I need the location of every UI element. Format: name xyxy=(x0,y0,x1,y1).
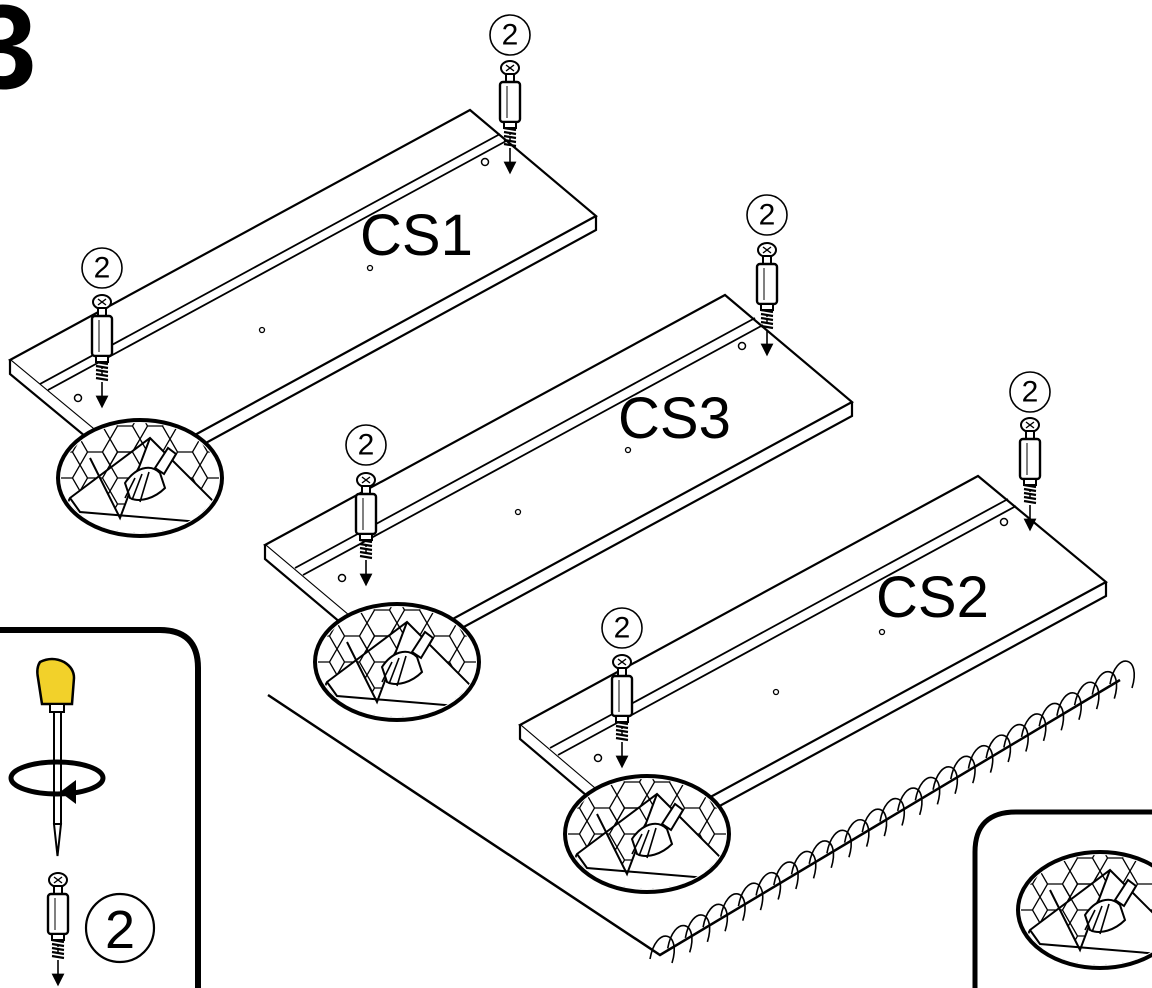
panel-label-cs3: CS3 xyxy=(618,386,731,451)
quantity-label: 2 xyxy=(502,19,519,52)
detail-box-screwdriver: 2 xyxy=(0,630,198,988)
quantity-label: 2 xyxy=(759,199,776,232)
panel-label-cs2: CS2 xyxy=(876,565,989,630)
quantity-label: 2 xyxy=(614,612,631,645)
quantity-label: 2 xyxy=(94,252,111,285)
detail-quantity-label: 2 xyxy=(105,900,135,960)
step-number: 3 xyxy=(0,0,37,114)
quantity-label: 2 xyxy=(1022,376,1039,409)
detail-box-sheet xyxy=(975,812,1152,988)
protective-sheet-callout-cs3 xyxy=(307,602,487,722)
quantity-label: 2 xyxy=(358,429,375,462)
protective-sheet-callout-cs1 xyxy=(50,418,230,538)
cam-bolt-icon xyxy=(48,873,68,980)
panel-label-cs1: CS1 xyxy=(360,203,473,268)
fitting-cs2-right: 2 xyxy=(1010,372,1050,525)
cam-bolt-icon xyxy=(1020,418,1040,525)
